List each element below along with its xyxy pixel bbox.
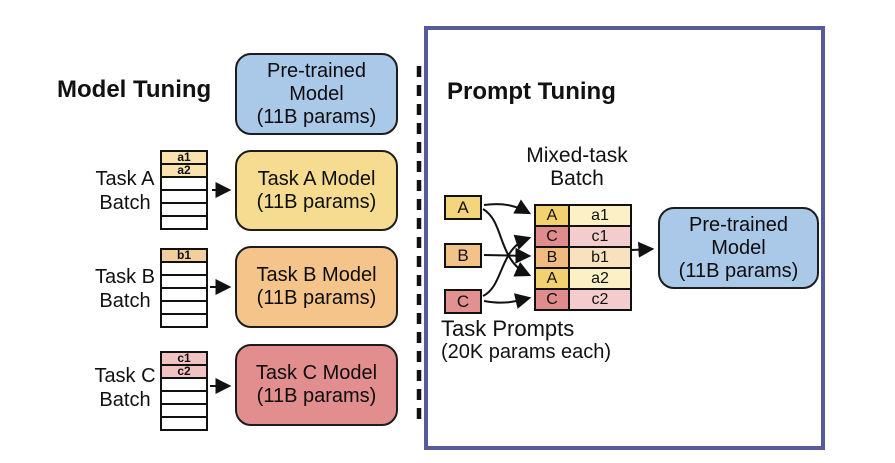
task-prompt-b-box: B [444,243,482,268]
mixed-batch-task-cell: B [536,248,570,267]
task-prompts-params-caption: (20K params each) [441,341,612,363]
batch-cell-empty [162,392,206,405]
mixed-batch-task-cell: C [536,227,570,246]
mixed-batch-task-cell: C [536,290,570,309]
pretrained-model-line: Model [289,82,344,105]
batch-cell-empty [162,379,206,392]
task-a-name: Task A [95,168,155,190]
batch-cell-empty [162,315,206,326]
batch-cell-empty [162,302,206,315]
task-a-model-box: Task A Model (11B params) [235,150,398,231]
task-b-name: Task B [94,266,156,288]
batch-cell-empty [162,263,206,276]
mixed-batch-row: A a1 [536,206,630,227]
task-prompt-a-box: A [444,195,482,220]
mixed-task-batch-label: Mixed-task Batch [512,144,642,190]
batch-cell-empty [162,217,206,228]
prompt-tuning-panel-frame [424,26,825,450]
batch-cell: c2 [162,365,206,379]
task-b-model-box: Task B Model (11B params) [235,246,398,328]
batch-cell-empty [162,276,206,289]
mixed-batch-row: C c2 [536,290,630,309]
task-b-model-line: Task B Model [256,264,377,286]
mixed-batch-example-cell: c2 [570,290,630,309]
task-c-batch-label: Task C Batch [86,364,164,412]
task-b-model-line: (11B params) [256,287,377,309]
batch-cell-empty [162,204,206,217]
model-tuning-title: Model Tuning [57,76,212,103]
batch-cell-empty [162,405,206,418]
batch-cell: c1 [162,352,206,366]
mixed-batch-example-cell: b1 [570,248,630,267]
mixed-batch-row: B b1 [536,248,630,269]
task-b-batch-label: Task B Batch [86,265,164,313]
mixed-task-batch-table: A a1 C c1 B b1 A a2 C c2 [534,204,632,311]
batch-cell: a2 [162,164,206,178]
task-c-batch-word: Batch [99,389,151,411]
mixed-batch-task-cell: A [536,206,570,225]
task-prompt-c-box: C [444,289,482,314]
task-c-model-box: Task C Model (11B params) [235,344,398,426]
task-a-model-line: Task A Model [257,167,376,190]
task-b-batch-table: b1 [160,248,208,328]
task-c-model-line: (11B params) [256,385,377,407]
pretrained-model-line: (11B params) [256,105,377,128]
task-prompts-caption: Task Prompts [441,316,575,341]
batch-cell-empty [162,289,206,302]
batch-cell-empty [162,418,206,429]
batch-cell-empty [162,191,206,204]
mixed-batch-task-cell: A [536,269,570,288]
task-a-batch-table: a1 a2 [160,150,208,230]
pretrained-model-line: (11B params) [678,259,799,282]
batch-cell: a1 [162,151,206,165]
mixed-batch-example-cell: a1 [570,206,630,225]
mixed-batch-row: A a2 [536,269,630,290]
task-c-name: Task C [94,365,156,387]
pretrained-model-line: Pre-trained [689,213,788,236]
task-c-model-line: Task C Model [255,362,378,384]
mixed-batch-row: C c1 [536,227,630,248]
pretrained-model-line: Model [711,236,766,259]
batch-cell: b1 [162,249,206,263]
mixed-task-label-line: Mixed-task [526,144,628,167]
mixed-task-label-line: Batch [550,167,604,190]
batch-cell-empty [162,178,206,191]
prompt-tuning-title: Prompt Tuning [447,78,616,105]
mixed-batch-example-cell: c1 [570,227,630,246]
task-a-model-line: (11B params) [256,190,377,213]
pretrained-model-line: Pre-trained [267,59,366,82]
task-b-batch-word: Batch [99,290,151,312]
pretrained-model-box-right: Pre-trained Model (11B params) [658,207,819,289]
mixed-batch-example-cell: a2 [570,269,630,288]
task-a-batch-word: Batch [99,192,151,214]
task-c-batch-table: c1 c2 [160,351,208,431]
task-a-batch-label: Task A Batch [86,167,164,215]
pretrained-model-box-left: Pre-trained Model (11B params) [235,53,398,135]
